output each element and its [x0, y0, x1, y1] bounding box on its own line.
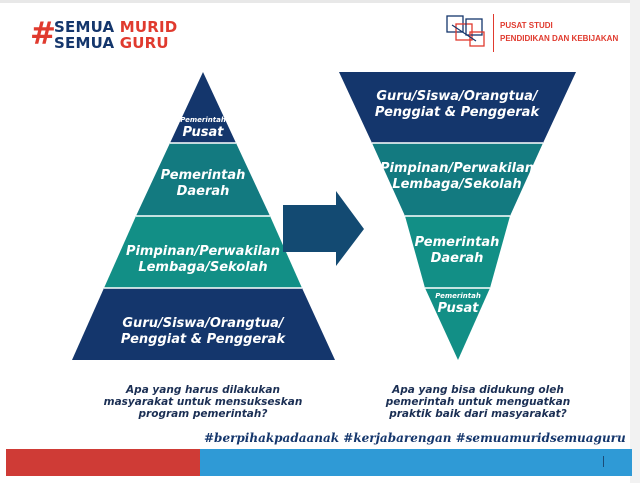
label-big: Pusat — [182, 125, 224, 140]
pyramid-caption: Apa yang harus dilakukan masyarakat untu… — [88, 384, 318, 420]
footer-bar-blue — [200, 449, 632, 476]
caption-line: pemerintah untuk menguatkan — [385, 396, 571, 408]
label-line-1: Pemerintah — [414, 235, 500, 250]
logo-line-2: SEMUA GURU — [54, 36, 169, 51]
pyramid-label-sekolah: Pimpinan/Perwakilan Lembaga/Sekolah — [113, 244, 293, 276]
label-line-2: Daerah — [176, 184, 230, 199]
pyramid-label-masyarakat: Guru/Siswa/Orangtua/ Penggiat & Penggera… — [98, 316, 308, 348]
inverted-label-sekolah: Pimpinan/Perwakilan Lembaga/Sekolah — [377, 161, 537, 193]
logo-line-2-a: SEMUA — [54, 34, 120, 52]
label-line-1: Guru/Siswa/Orangtua/ — [376, 89, 538, 104]
caption-line: masyarakat untuk mensukseskan — [103, 396, 303, 408]
label-line-1: Pemerintah — [160, 168, 246, 183]
inverted-label-daerah: Pemerintah Daerah — [407, 235, 507, 267]
logo-line-1-b: MURID — [119, 18, 178, 36]
logo-divider — [493, 14, 494, 52]
label-line-1: Guru/Siswa/Orangtua/ — [122, 316, 284, 331]
inverted-tier-pusat — [425, 288, 490, 360]
label-line-2: Lembaga/Sekolah — [138, 260, 268, 275]
label-big: Pusat — [437, 301, 479, 316]
pusat-studi-title: PUSAT STUDI — [500, 21, 553, 30]
label-line-2: Daerah — [430, 251, 484, 266]
logo-line-1: SEMUA MURID — [54, 20, 177, 35]
footer-bar-red — [6, 449, 200, 476]
pyramid-tier-daerah — [136, 143, 270, 216]
inverted-tier-sekolah — [372, 143, 543, 216]
pyramid-label-daerah: Pemerintah Daerah — [143, 168, 263, 200]
inverted-tier-masyarakat — [339, 72, 576, 143]
inverted-tier-daerah — [405, 216, 510, 288]
label-small: Pemerintah — [435, 292, 481, 300]
pyramid-tier-sekolah — [104, 216, 302, 288]
caption-line: praktik baik dari masyarakat? — [389, 408, 567, 420]
logo-line-2-b: GURU — [119, 34, 169, 52]
pusat-studi-logo-icon — [446, 15, 485, 47]
inverted-label-masyarakat: Guru/Siswa/Orangtua/ Penggiat & Penggera… — [357, 89, 557, 121]
label-line-2: Penggiat & Penggerak — [374, 105, 540, 120]
right-border — [630, 0, 640, 483]
pyramid-tier-pusat — [170, 72, 236, 143]
logo-line-1-a: SEMUA — [54, 18, 120, 36]
top-border — [0, 0, 640, 3]
caption-line: program pemerintah? — [138, 408, 268, 420]
pyramid-tier-masyarakat — [72, 288, 335, 360]
label-small: Pemerintah — [180, 116, 226, 124]
label-line-1: Pimpinan/Perwakilan — [125, 244, 281, 259]
pyramid-label-pusat: Pemerintah Pusat — [173, 116, 233, 140]
label-line-2: Penggiat & Penggerak — [120, 332, 286, 347]
hashtags: #berpihakpadaanak #kerjabarengan #semuam… — [204, 431, 626, 445]
caption-line: Apa yang bisa didukung oleh — [392, 384, 564, 396]
transition-arrow — [283, 191, 364, 266]
label-line-1: Pimpinan/Perwakilan — [379, 161, 535, 176]
inverted-label-pusat: Pemerintah Pusat — [430, 292, 486, 316]
label-line-2: Lembaga/Sekolah — [392, 177, 522, 192]
pusat-studi-subtitle: PENDIDIKAN DAN KEBIJAKAN — [500, 34, 619, 43]
caption-line: Apa yang harus dilakukan — [126, 384, 280, 396]
footer-tick — [603, 456, 604, 467]
inverted-caption: Apa yang bisa didukung oleh pemerintah u… — [363, 384, 593, 420]
logo-hash: # — [30, 16, 56, 52]
